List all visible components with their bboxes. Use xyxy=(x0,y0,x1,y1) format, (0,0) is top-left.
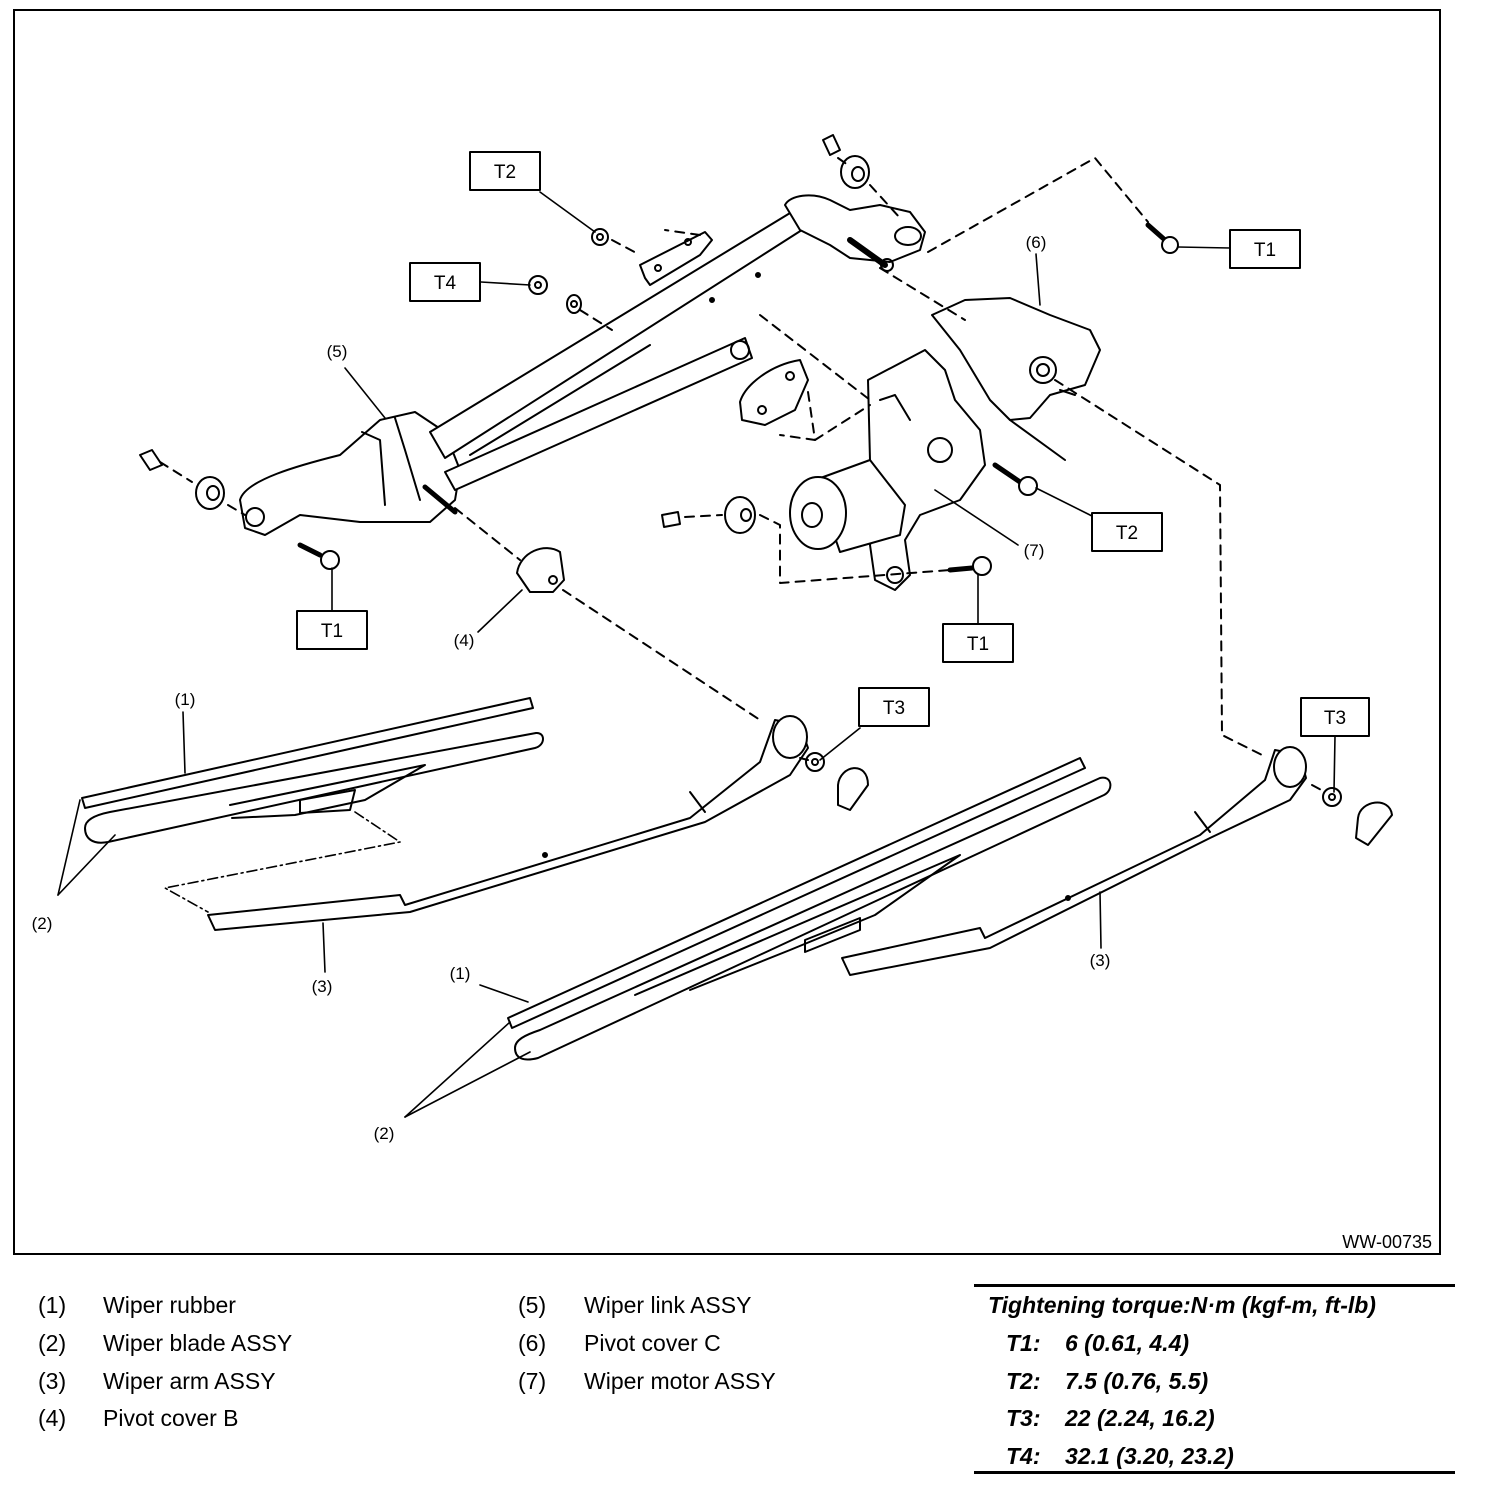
legend-label: Wiper rubber xyxy=(103,1292,236,1318)
right-wiper-arm xyxy=(841,746,1307,976)
fasteners xyxy=(297,222,1342,807)
tag-t2-top: T2 xyxy=(494,162,516,183)
torque-title: Tightening torque:N·m (kgf-m, ft-lb) xyxy=(988,1292,1376,1318)
pivot-cover-b xyxy=(516,547,565,593)
wiper-link-assy xyxy=(239,194,926,536)
left-wiper-blade xyxy=(81,697,544,844)
arm-caps xyxy=(837,767,1393,846)
figure-code: WW-00735 xyxy=(1342,1232,1432,1252)
legend-label: Wiper motor ASSY xyxy=(584,1368,776,1394)
torque-table-top-rule xyxy=(974,1284,1455,1287)
legend-label: Wiper link ASSY xyxy=(584,1292,752,1318)
pivot-grommets xyxy=(139,134,870,534)
torque-code: T2: xyxy=(1006,1368,1041,1394)
blade-arm-guide-lines xyxy=(164,811,401,913)
torque-code: T1: xyxy=(1006,1330,1041,1356)
legend-num: (3) xyxy=(38,1368,67,1394)
torque-value: 6 (0.61, 4.4) xyxy=(1065,1330,1190,1356)
legend-num: (1) xyxy=(38,1292,67,1318)
tag-t1-left: T1 xyxy=(321,621,343,642)
assembly-guide-lines xyxy=(159,157,1326,793)
legend-label: Wiper blade ASSY xyxy=(103,1330,293,1356)
callout-3-left: (3) xyxy=(312,977,333,996)
callout-6: (6) xyxy=(1026,233,1047,252)
wiper-motor-assy xyxy=(789,349,986,591)
right-wiper-blade xyxy=(507,757,1112,1061)
callout-1-left: (1) xyxy=(175,690,196,709)
diagram-frame xyxy=(13,9,1441,1255)
callout-1-right: (1) xyxy=(450,964,471,983)
torque-value: 32.1 (3.20, 23.2) xyxy=(1065,1443,1234,1469)
pivot-cover-c xyxy=(931,297,1101,461)
tag-t2-motor: T2 xyxy=(1116,523,1138,544)
tag-t1-motor: T1 xyxy=(967,634,989,655)
leader-lines xyxy=(57,191,1336,1118)
tag-t3-right: T3 xyxy=(1324,708,1346,729)
torque-code: T4: xyxy=(1006,1443,1041,1469)
legend-num: (5) xyxy=(518,1292,547,1318)
torque-code: T3: xyxy=(1006,1405,1041,1431)
tag-t1-right: T1 xyxy=(1254,240,1276,261)
callout-4: (4) xyxy=(454,631,475,650)
legend-label: Wiper arm ASSY xyxy=(103,1368,276,1394)
left-wiper-arm xyxy=(207,715,809,931)
torque-value: 22 (2.24, 16.2) xyxy=(1065,1405,1215,1431)
callout-2-right: (2) xyxy=(374,1124,395,1143)
legend-num: (4) xyxy=(38,1405,67,1431)
legend-num: (2) xyxy=(38,1330,67,1356)
torque-value: 7.5 (0.76, 5.5) xyxy=(1065,1368,1209,1394)
callout-5: (5) xyxy=(327,342,348,361)
legend-label: Pivot cover B xyxy=(103,1405,239,1431)
torque-tag-boxes xyxy=(296,151,1370,737)
torque-table-bottom-rule xyxy=(974,1471,1455,1474)
legend-label: Pivot cover C xyxy=(584,1330,721,1356)
callout-2-left: (2) xyxy=(32,914,53,933)
legend-num: (6) xyxy=(518,1330,547,1356)
legend-num: (7) xyxy=(518,1368,547,1394)
callout-7: (7) xyxy=(1024,541,1045,560)
tag-t4: T4 xyxy=(434,273,457,294)
callout-3-right: (3) xyxy=(1090,951,1111,970)
tag-t3-left: T3 xyxy=(883,698,905,719)
